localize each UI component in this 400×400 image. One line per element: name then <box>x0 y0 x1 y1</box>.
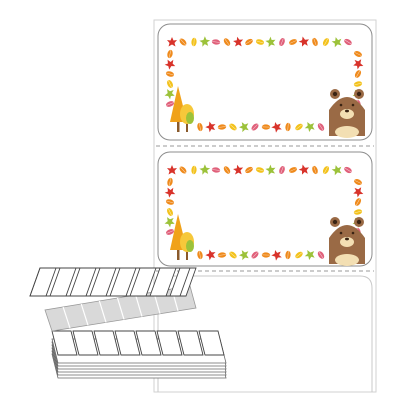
leaf-icon <box>353 187 364 198</box>
leaf-icon <box>164 187 176 198</box>
leaf-icon <box>165 71 175 77</box>
leaf-icon <box>312 37 318 47</box>
leaf-icon <box>239 122 249 133</box>
leaf-icon <box>245 166 253 174</box>
leaf-icon <box>167 37 177 47</box>
autumn-tree-icon <box>170 214 194 260</box>
leaf-icon <box>255 39 265 45</box>
leaf-icon <box>331 37 342 48</box>
leaf-icon <box>344 166 352 174</box>
leaf-icon <box>261 124 271 130</box>
leaf-icon <box>223 38 231 46</box>
leaf-icon <box>167 49 173 59</box>
leaf-icon <box>261 252 271 258</box>
leaf-icon <box>285 122 291 132</box>
leaf-icon <box>265 164 276 176</box>
leaf-icon <box>164 89 175 100</box>
leaf-icon <box>251 123 259 131</box>
leaf-icon <box>251 251 259 259</box>
leaf-icon <box>317 251 325 259</box>
leaf-icon <box>164 217 175 228</box>
leaf-icon <box>165 229 175 235</box>
bear-icon <box>329 89 365 138</box>
leaf-icon <box>353 59 364 70</box>
leaf-icon <box>167 177 173 187</box>
leaf-icon <box>197 250 203 260</box>
label-1 <box>157 23 373 141</box>
leaf-icon <box>354 51 362 57</box>
leaf-icon <box>165 199 175 205</box>
leaf-icon <box>167 208 173 216</box>
leaf-icon <box>271 249 282 261</box>
leaf-icon <box>167 165 177 175</box>
leaf-icon <box>245 38 253 46</box>
leaf-icon <box>304 250 315 260</box>
leaf-icon <box>312 165 318 175</box>
leaf-icon <box>298 36 310 47</box>
leaf-icon <box>285 250 291 260</box>
leaf-frame <box>164 164 364 261</box>
leaf-icon <box>217 252 227 258</box>
leaf-icon <box>211 39 221 45</box>
leaf-icon <box>205 121 216 133</box>
leaf-icon <box>354 179 362 185</box>
leaf-icon <box>229 251 237 259</box>
leaf-icon <box>295 123 303 131</box>
leaf-icon <box>298 164 310 175</box>
leaf-icon <box>229 123 237 131</box>
leaf-icon <box>289 167 297 173</box>
leaf-icon <box>199 36 211 47</box>
fanfold-stack-icon <box>29 267 227 379</box>
leaf-frame <box>164 36 364 133</box>
leaf-icon <box>289 39 297 45</box>
leaf-icon <box>331 165 342 176</box>
leaf-icon <box>322 166 330 174</box>
leaf-icon <box>211 167 221 173</box>
leaf-icon <box>223 166 231 174</box>
leaf-icon <box>191 37 197 47</box>
leaf-icon <box>197 122 203 132</box>
autumn-tree-icon <box>170 86 194 132</box>
leaf-icon <box>271 121 282 133</box>
leaf-icon <box>217 124 227 130</box>
leaf-icon <box>295 251 303 259</box>
leaf-icon <box>164 59 176 70</box>
leaf-icon <box>165 101 175 107</box>
leaf-icon <box>255 167 265 173</box>
leaf-icon <box>279 165 285 175</box>
leaf-icon <box>233 164 244 175</box>
leaf-icon <box>179 38 187 46</box>
leaf-icon <box>322 38 330 46</box>
leaf-icon <box>317 123 325 131</box>
leaf-icon <box>233 36 244 47</box>
leaf-icon <box>344 38 352 46</box>
leaf-icon <box>279 37 285 47</box>
leaf-icon <box>239 250 249 261</box>
leaf-icon <box>304 122 315 132</box>
leaf-icon <box>191 165 197 175</box>
leaf-icon <box>354 198 362 206</box>
leaf-icon <box>353 209 363 215</box>
label-2 <box>157 151 373 267</box>
leaf-icon <box>199 164 211 175</box>
leaf-icon <box>205 249 216 261</box>
leaf-icon <box>265 36 276 48</box>
leaf-icon <box>167 80 173 88</box>
bear-icon <box>329 217 365 266</box>
leaf-icon <box>353 81 363 87</box>
leaf-icon <box>179 166 187 174</box>
leaf-icon <box>354 70 362 78</box>
